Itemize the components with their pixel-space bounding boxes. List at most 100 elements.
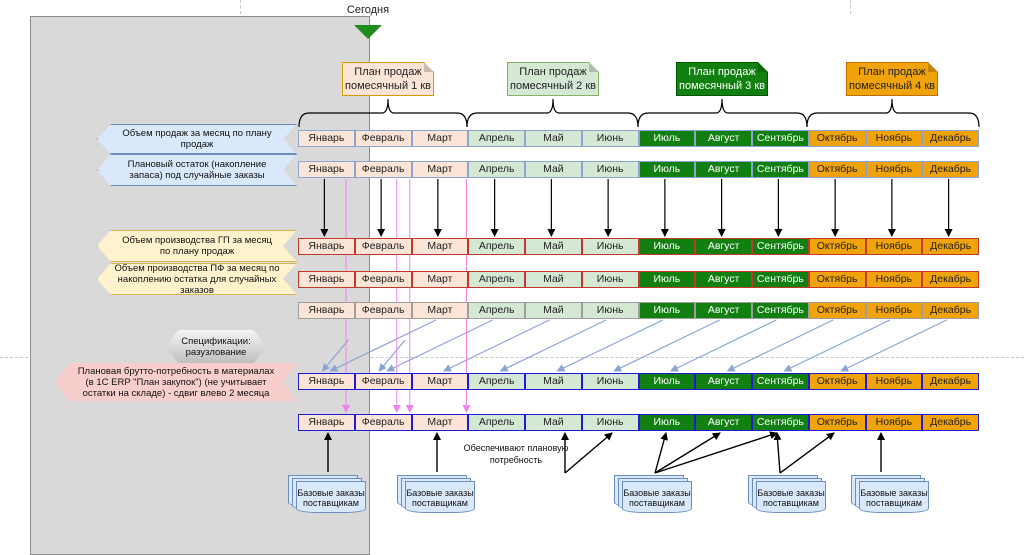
month-cell: Март: [411, 414, 469, 431]
month-cell: Февраль: [354, 414, 412, 431]
shift-arrow: [378, 339, 406, 372]
month-cell: Август: [695, 130, 752, 147]
month-cell: Сентябрь: [752, 302, 809, 319]
month-cell: Март: [411, 161, 469, 178]
month-cell: Ноябрь: [865, 271, 923, 288]
month-cell: Май: [525, 271, 582, 288]
month-cell: Август: [695, 373, 752, 390]
shift-arrow: [556, 319, 664, 372]
month-cell: Август: [695, 238, 752, 255]
month-cell: Июль: [638, 130, 696, 147]
month-cell: Октябрь: [808, 302, 866, 319]
month-cell: Январь: [298, 161, 355, 178]
quarter-4-label: План продаж помесячный 4 кв: [849, 66, 935, 92]
shift-arrow: [329, 319, 437, 372]
month-cell: Октябрь: [808, 161, 866, 178]
guide-line: [850, 0, 851, 14]
month-cell: Май: [525, 302, 582, 319]
base-orders-label: Базовые заказы поставщикам: [297, 488, 365, 508]
month-cell: Декабрь: [922, 414, 979, 431]
month-cell: Январь: [298, 271, 355, 288]
month-cell: Август: [695, 302, 752, 319]
gross-need-row-label: Плановая брутто-потребность в материалах…: [55, 363, 297, 401]
quarter-3-note: План продаж помесячный 3 кв: [676, 62, 768, 96]
base-orders-label: Базовые заказы поставщикам: [860, 488, 928, 508]
order-arrow: [654, 431, 778, 474]
month-cell: Май: [525, 238, 582, 255]
month-cell: Ноябрь: [865, 414, 923, 431]
month-cell: Январь: [298, 373, 355, 390]
order-arrow: [654, 432, 721, 474]
shift-arrow: [669, 319, 777, 372]
month-cell: Июль: [638, 238, 696, 255]
month-cell: Январь: [298, 130, 355, 147]
month-cell: Апрель: [468, 161, 525, 178]
sales-row-label: Объем продаж за месяц по плану продаж: [97, 124, 297, 154]
stock-row-label: Плановый остаток (накопление запаса) под…: [97, 154, 297, 186]
month-cell: Апрель: [468, 238, 525, 255]
shift-arrow: [442, 319, 550, 372]
specs-label: Спецификации: разузлование: [165, 330, 267, 364]
base-orders-document: Базовые заказы поставщикам: [614, 475, 694, 513]
shift-arrow: [386, 319, 493, 372]
provide-need-note: Обеспечивают плановую потребность: [463, 443, 569, 465]
month-cell: Январь: [298, 238, 355, 255]
month-cell: Октябрь: [808, 271, 866, 288]
month-cell: Февраль: [354, 373, 412, 390]
month-cell: Май: [525, 130, 582, 147]
month-cell: Март: [411, 302, 469, 319]
month-cell: Июнь: [581, 302, 639, 319]
order-arrow: [779, 432, 835, 474]
base-orders-document: Базовые заказы поставщикам: [288, 475, 368, 513]
month-cell: Ноябрь: [865, 373, 923, 390]
quarter-2-note: План продаж помесячный 2 кв: [507, 62, 599, 96]
base-orders-label: Базовые заказы поставщикам: [757, 488, 825, 508]
today-label: Сегодня: [346, 4, 390, 16]
month-cell: Март: [411, 238, 469, 255]
today-marker-icon: [354, 25, 382, 39]
order-arrow: [564, 432, 613, 474]
month-cell: Март: [411, 271, 469, 288]
base-orders-document: Базовые заказы поставщикам: [397, 475, 477, 513]
month-cell: Июнь: [581, 238, 639, 255]
month-cell: Февраль: [354, 302, 412, 319]
shift-arrow: [613, 319, 720, 372]
month-cell: Апрель: [468, 414, 525, 431]
month-cell: Апрель: [468, 130, 525, 147]
base-orders-document: Базовые заказы поставщикам: [748, 475, 828, 513]
quarter-1-note: План продаж помесячный 1 кв: [342, 62, 434, 96]
month-cell: Февраль: [354, 271, 412, 288]
month-cell: Сентябрь: [752, 271, 809, 288]
month-cell: Ноябрь: [865, 238, 923, 255]
month-cell: Ноябрь: [865, 161, 923, 178]
month-cell: Октябрь: [808, 238, 866, 255]
shift-arrow: [499, 319, 607, 372]
quarter-brace: [298, 98, 468, 128]
order-arrow: [654, 432, 669, 474]
month-cell: Июль: [638, 414, 696, 431]
month-cell: Май: [525, 373, 582, 390]
quarter-3-label: План продаж помесячный 3 кв: [679, 66, 765, 92]
month-cell: Февраль: [354, 130, 412, 147]
month-cell: Август: [695, 414, 752, 431]
month-cell: Июнь: [581, 414, 639, 431]
month-cell: Сентябрь: [752, 238, 809, 255]
month-cell: Сентябрь: [752, 130, 809, 147]
production-fg-row-label: Объем производства ГП за месяц по плану …: [97, 230, 297, 262]
month-cell: Январь: [298, 302, 355, 319]
month-cell: Июнь: [581, 130, 639, 147]
month-cell: Октябрь: [808, 373, 866, 390]
month-cell: Апрель: [468, 302, 525, 319]
month-cell: Июль: [638, 161, 696, 178]
quarter-2-label: План продаж помесячный 2 кв: [510, 66, 596, 92]
month-cell: Май: [525, 414, 582, 431]
month-cell: Сентябрь: [752, 373, 809, 390]
month-cell: Сентябрь: [752, 414, 809, 431]
base-orders-document: Базовые заказы поставщикам: [851, 475, 931, 513]
quarter-brace: [806, 98, 980, 128]
